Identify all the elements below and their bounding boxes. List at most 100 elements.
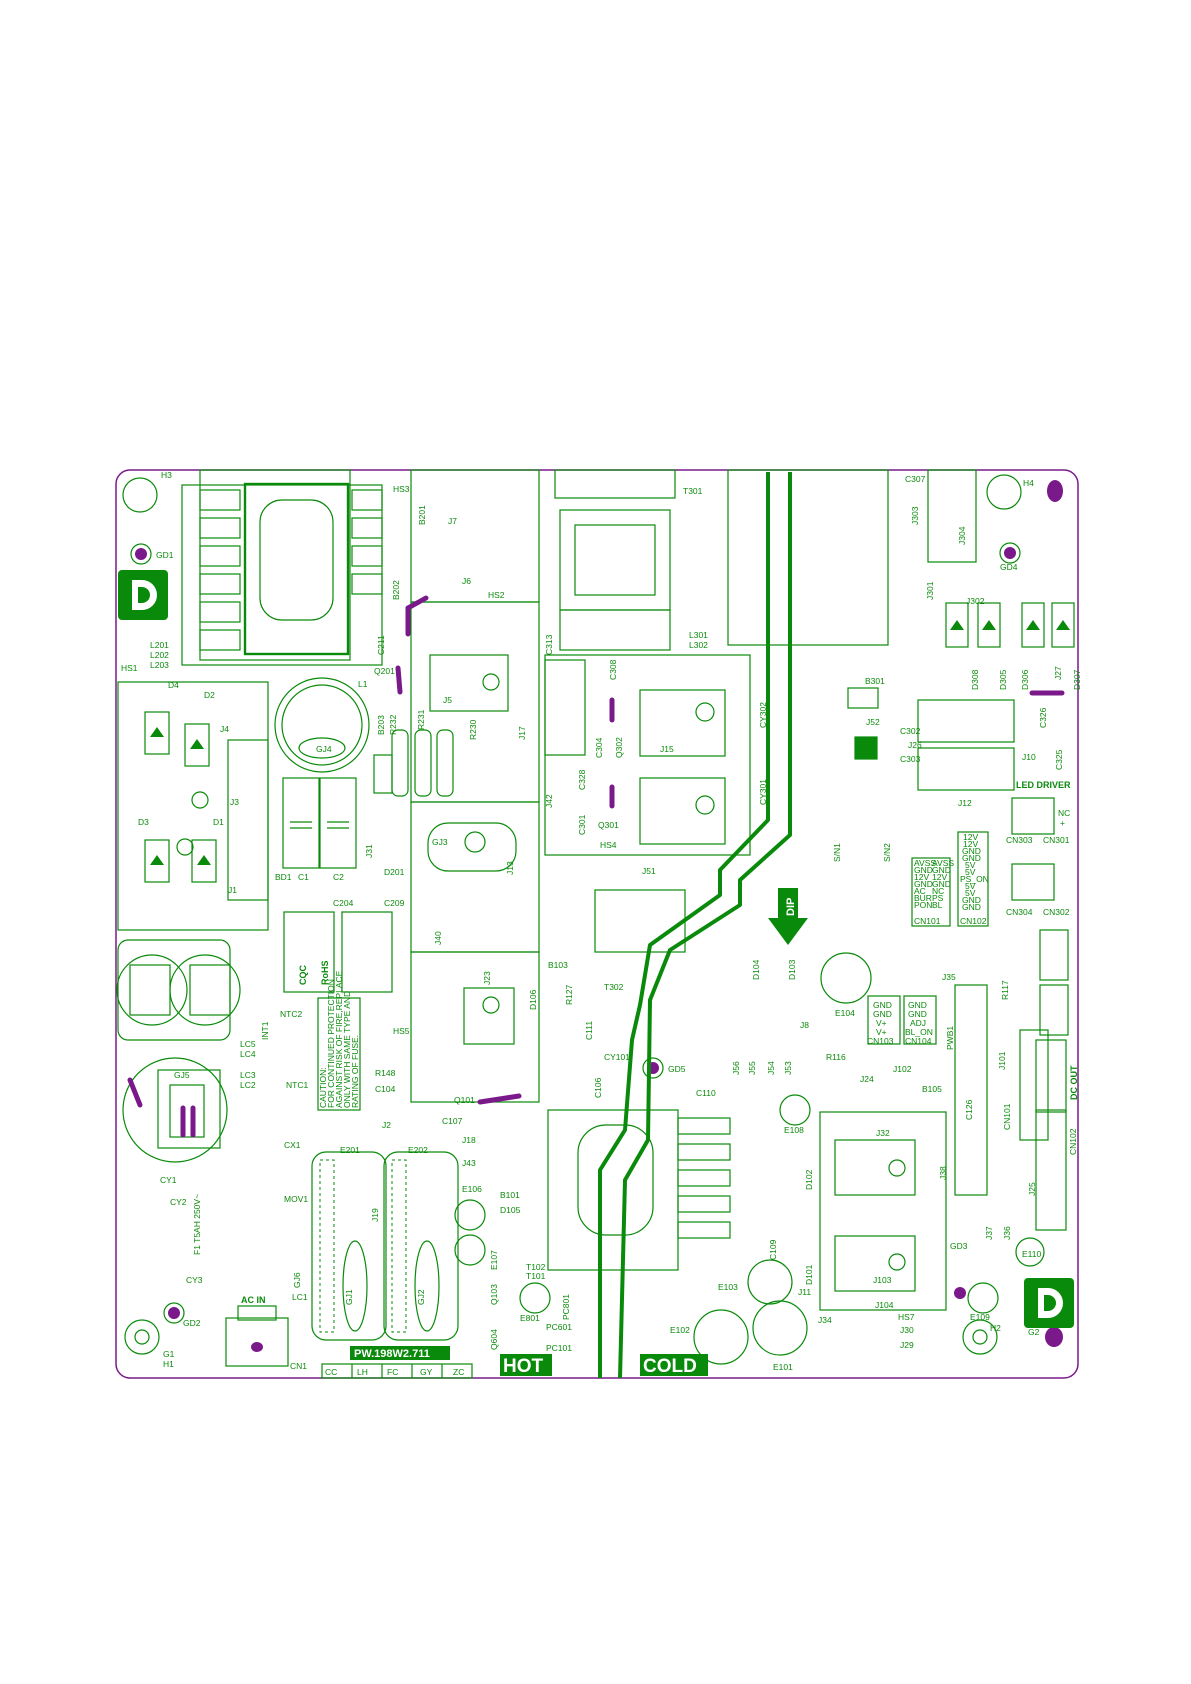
emi-choke-area bbox=[116, 939, 241, 1163]
led-driver-label: LED DRIVER bbox=[1016, 780, 1071, 790]
svg-text:AC: AC bbox=[914, 886, 926, 896]
ref-j11: J11 bbox=[798, 1287, 811, 1297]
ref-ntc2: NTC2 bbox=[280, 1009, 302, 1019]
ref-e101: E101 bbox=[773, 1362, 793, 1372]
ref-l201: L201 bbox=[150, 640, 169, 650]
ref-b103: B103 bbox=[548, 960, 568, 970]
cqc-mark: CQC bbox=[298, 965, 308, 986]
caution-line-4: ONLY WITH SAME TYPE AND bbox=[342, 991, 352, 1108]
footer-code-fc: FC bbox=[387, 1367, 398, 1377]
footer-code-cc: CC bbox=[325, 1367, 337, 1377]
ref-c325: C325 bbox=[1054, 749, 1064, 770]
pad-gd3 bbox=[954, 1287, 966, 1299]
ref-l202: L202 bbox=[150, 650, 169, 660]
ref-bd1: BD1 bbox=[275, 872, 292, 882]
ref-d201: D201 bbox=[384, 867, 405, 877]
ref-j37: J37 bbox=[984, 1226, 994, 1240]
svg-text:GND: GND bbox=[873, 1009, 892, 1019]
ref-c106: C106 bbox=[593, 1077, 603, 1098]
ref-c107: C107 bbox=[442, 1116, 463, 1126]
ref-d102: D102 bbox=[804, 1169, 814, 1190]
ref-c302: C302 bbox=[900, 726, 921, 736]
ref-cn102: CN102 bbox=[1068, 1128, 1078, 1155]
svg-text:PS_ON: PS_ON bbox=[960, 874, 989, 884]
ref-c110: C110 bbox=[696, 1088, 716, 1098]
logo-d-right bbox=[1024, 1278, 1074, 1328]
pad-gd2 bbox=[168, 1307, 180, 1319]
ref-j26: J26 bbox=[908, 740, 922, 750]
footer-code-zc: ZC bbox=[453, 1367, 464, 1377]
transformer-t101 bbox=[547, 889, 731, 1271]
ref-r232: R232 bbox=[388, 714, 398, 735]
ref-pc601: PC601 bbox=[546, 1322, 572, 1332]
dc-out-connector bbox=[1019, 929, 1069, 1231]
ref-l302: L302 bbox=[689, 640, 708, 650]
heatsink-area-center bbox=[410, 469, 540, 1103]
ref-gj3: GJ3 bbox=[432, 837, 448, 847]
ref-h2: H2 bbox=[990, 1323, 1001, 1333]
primary-isolation-trace bbox=[598, 472, 792, 1379]
ref-r116: R116 bbox=[826, 1052, 846, 1062]
svg-text:NC: NC bbox=[1058, 808, 1070, 818]
svg-text:V+: V+ bbox=[876, 1027, 887, 1037]
ref-gd2: GD2 bbox=[183, 1318, 201, 1328]
svg-text:NC: NC bbox=[932, 886, 944, 896]
svg-text:CN104: CN104 bbox=[905, 1036, 932, 1046]
ref-gj4: GJ4 bbox=[316, 744, 332, 754]
reference-designators: H3 H4 GD1 GD4 HS3 HS1 HS2 HS4 HS5 HS7 L2… bbox=[121, 470, 1082, 1372]
svg-text:12V: 12V bbox=[914, 872, 929, 882]
svg-text:GND: GND bbox=[908, 1009, 927, 1019]
ref-cy301: CY301 bbox=[758, 779, 768, 805]
ref-g2: G2 bbox=[1028, 1327, 1040, 1337]
ref-j32: J32 bbox=[876, 1128, 890, 1138]
ref-j18: J18 bbox=[462, 1135, 476, 1145]
led-driver-connectors bbox=[1011, 797, 1055, 901]
ref-j103: J103 bbox=[873, 1275, 892, 1285]
ref-q201: Q201 bbox=[374, 666, 395, 676]
fuse-rating: F1 T5AH 250V~ bbox=[192, 1194, 202, 1255]
ref-c209: C209 bbox=[384, 898, 405, 908]
ref-j54: J54 bbox=[766, 1061, 776, 1075]
footer-code-lh: LH bbox=[357, 1367, 368, 1377]
ref-c303: C303 bbox=[900, 754, 921, 764]
cn101-text: AVSS GND 12V GND AC BUR PON CN101 AVSS G… bbox=[914, 858, 954, 926]
ref-d103: D103 bbox=[787, 959, 797, 980]
ref-j43: J43 bbox=[462, 1158, 476, 1168]
electrolytic-caps-right bbox=[693, 952, 872, 1365]
ref-j301: J301 bbox=[925, 581, 935, 600]
hot-label: HOT bbox=[503, 1356, 544, 1377]
ref-lc5: LC5 bbox=[240, 1039, 256, 1049]
ref-hs4: HS4 bbox=[600, 840, 617, 850]
ref-pc801: PC801 bbox=[561, 1294, 571, 1320]
ref-j42: J42 bbox=[544, 794, 554, 808]
ref-j2: J2 bbox=[382, 1120, 391, 1130]
ref-t101: T101 bbox=[526, 1271, 546, 1281]
ref-cn101: CN101 bbox=[1002, 1103, 1012, 1130]
ref-c326: C326 bbox=[1038, 707, 1048, 728]
caution-line-5: RATING OF FUSE. bbox=[350, 1035, 360, 1108]
model-badge-bg bbox=[350, 1346, 450, 1360]
ref-r117: R117 bbox=[1000, 980, 1010, 1000]
svg-text:5V: 5V bbox=[965, 860, 976, 870]
ref-j15: J15 bbox=[660, 744, 674, 754]
ref-j55: J55 bbox=[747, 1061, 757, 1075]
ref-cn301: CN301 bbox=[1043, 835, 1070, 845]
ref-j1: J1 bbox=[228, 885, 237, 895]
ref-e110: E110 bbox=[1022, 1249, 1041, 1259]
ref-cy2: CY2 bbox=[170, 1197, 187, 1207]
svg-text:CN103: CN103 bbox=[867, 1036, 894, 1046]
ref-d307: D307 bbox=[1072, 669, 1082, 690]
hot-badge-bg bbox=[500, 1354, 552, 1376]
ref-e102: E102 bbox=[670, 1325, 690, 1335]
ref-d101: D101 bbox=[804, 1264, 814, 1285]
ac-in-connector bbox=[225, 1305, 289, 1367]
ref-j302: J302 bbox=[966, 596, 985, 606]
ref-j25: J25 bbox=[1027, 1182, 1037, 1196]
ref-b201: B201 bbox=[417, 505, 427, 525]
cn103-cn104-boxes bbox=[867, 995, 937, 1045]
ref-gj1: GJ1 bbox=[344, 1289, 354, 1305]
ref-j30: J30 bbox=[900, 1325, 914, 1335]
ref-d305: D305 bbox=[998, 669, 1008, 690]
ref-c304: C304 bbox=[594, 737, 604, 758]
